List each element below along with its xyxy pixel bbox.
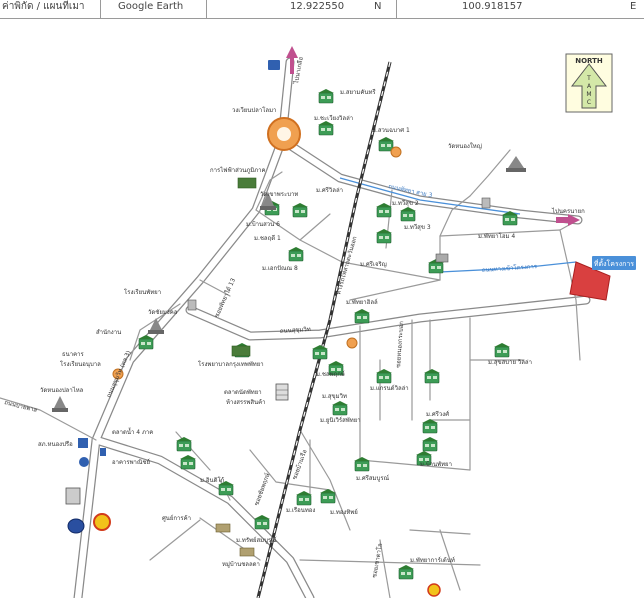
label-school: โรงเรียนพัทยา xyxy=(124,288,161,296)
label-village-16: ม.ยูนิเวิร์สพัทยา xyxy=(320,416,361,424)
label-soi-right: ซอยหนองกระบอก xyxy=(395,320,405,368)
north-letter-c: C xyxy=(587,99,591,106)
label-mall: ห้างสรรพสินค้า xyxy=(226,399,265,406)
label-bottom-7: ม.อินดิโก้ xyxy=(200,476,225,484)
label-village-1: ม.สยามคันทรี xyxy=(340,88,376,96)
label-bank: ธนาคาร xyxy=(62,351,85,358)
label-village-15: ม.สุขุมวิท xyxy=(322,393,347,400)
coordinate-label: ค่าพิกัด / แผนที่เมา xyxy=(2,1,85,12)
label-village-14: ม.บ้านพัทยา xyxy=(420,461,452,468)
label-sukhumvit: ถนนสุขุมวิท xyxy=(280,326,311,335)
label-soi-bottom-right: ซอยเขาตาโล xyxy=(370,542,384,578)
label-bypass: ถนนบายพาส xyxy=(4,399,39,414)
north-arrow-box: NORTH T A M C xyxy=(565,53,613,113)
label-village-3: ม.สวนฉบาศ 1 xyxy=(372,127,410,134)
latitude-direction: N xyxy=(374,1,382,12)
label-village-20: ม.ศรีสมบูรณ์ xyxy=(356,474,390,482)
label-school2: โรงเรียนอนุบาล xyxy=(60,360,101,368)
label-bottom-3: ศูนย์การค้า xyxy=(162,514,191,522)
label-village-5: ม.ทวีสุข 3 xyxy=(404,223,431,231)
gas-station-icons xyxy=(67,513,441,597)
north-label: NORTH xyxy=(575,57,603,65)
label-village-2: ม.ชะเวียงวิลล่า xyxy=(314,114,353,122)
label-temple-2: วัดหนองใหญ่ xyxy=(448,142,482,150)
label-village-22: ม.เอกปัณณ 8 xyxy=(262,265,298,272)
label-market: ตลาดนัดพัทยา xyxy=(224,389,262,396)
latitude-value: 12.922550 xyxy=(290,1,345,12)
longitude-direction: E xyxy=(630,1,637,12)
landmark-icons xyxy=(52,60,526,557)
north-letter-a: A xyxy=(587,83,592,90)
coordinate-header-bar: ค่าพิกัด / แผนที่เมา Google Earth 12.922… xyxy=(0,0,644,19)
project-site-area xyxy=(569,261,611,301)
label-village-19: ม.ทองทิพย์ xyxy=(330,508,358,516)
label-soi-lower: ซอยชัยพฤกษ์ xyxy=(252,472,271,507)
label-office: สำนักงาน xyxy=(96,329,121,336)
label-village-13: ม.ศรีวงศ์ xyxy=(426,410,449,418)
north-direction-arrow xyxy=(286,46,298,74)
header-divider xyxy=(206,0,207,18)
label-hospital: โรงพยาบาลกรุงเทพพัทยา xyxy=(198,360,264,368)
roundabout-center xyxy=(277,127,291,141)
label-village-12: ม.แกรนด์วิลล่า xyxy=(370,384,409,392)
longitude-value: 100.918157 xyxy=(462,1,523,12)
label-soi-13: ซอยพัทยาใต้ 13 xyxy=(213,277,238,319)
coordinate-source: Google Earth xyxy=(118,1,184,12)
label-village-4: ม.ทวีสุข 2 xyxy=(392,199,419,207)
project-site-label: ที่ตั้งโครงการ xyxy=(594,257,634,268)
north-letter-m: M xyxy=(586,91,591,98)
label-bottom-5: ม.พัทยาการ์เด้นท์ xyxy=(410,556,455,564)
label-village-10: ม.ชลพฤกษ์ xyxy=(316,370,345,378)
location-map: NORTH T A M C ที่ตั้งโครงการ xyxy=(0,46,636,598)
blue-route-lines xyxy=(339,177,577,273)
label-village-17: ม.พัทยาฮิลล์ xyxy=(346,298,378,306)
label-roundabout: วงเวียนปลาโลมา xyxy=(232,106,276,114)
label-village-7: ม.บ้านสวน 6 xyxy=(246,221,280,228)
label-village-8: ม.ศรีวิลล่า xyxy=(316,186,343,194)
label-bottom-4: ม.ทรัพย์สมบูรณ์ xyxy=(236,536,277,544)
label-village-9: ม.สุขสบาย วิลล่า xyxy=(488,359,532,366)
label-village-21: ม.ชลฤดี 1 xyxy=(254,234,281,242)
label-bottom-1: ตลาดน้ำ 4 ภาค xyxy=(112,426,153,436)
header-divider xyxy=(396,0,397,18)
label-temple-left: วัดหนองปลาไหล xyxy=(40,386,84,394)
label-temple-3: วัดชัยมงคล xyxy=(148,309,178,316)
label-bottom-6: หมู่บ้านชลลดา xyxy=(222,561,260,568)
label-temple-1: วัดเขาพระบาท xyxy=(260,191,298,198)
label-power: การไฟฟ้าส่วนภูมิภาค xyxy=(210,166,266,174)
label-village-18: ม.เรือนทอง xyxy=(286,506,315,514)
label-police: สภ.หนองปรือ xyxy=(38,440,73,448)
label-east-road: ไปนครนายก xyxy=(551,207,585,215)
label-road-blue-right: ถนนทางเข้าโครงการ xyxy=(482,262,538,274)
north-letter-t: T xyxy=(586,75,591,82)
label-bottom-2: อาคารพาณิชย์ xyxy=(112,458,150,466)
railway-line xyxy=(256,61,392,598)
label-village-6: ม.พัทยาโฮม 4 xyxy=(478,232,515,240)
project-site-label-box xyxy=(592,256,636,270)
header-divider xyxy=(100,0,101,18)
label-village-11: ม.ศรีเจริญ xyxy=(360,260,387,268)
east-direction-arrow xyxy=(556,214,580,226)
